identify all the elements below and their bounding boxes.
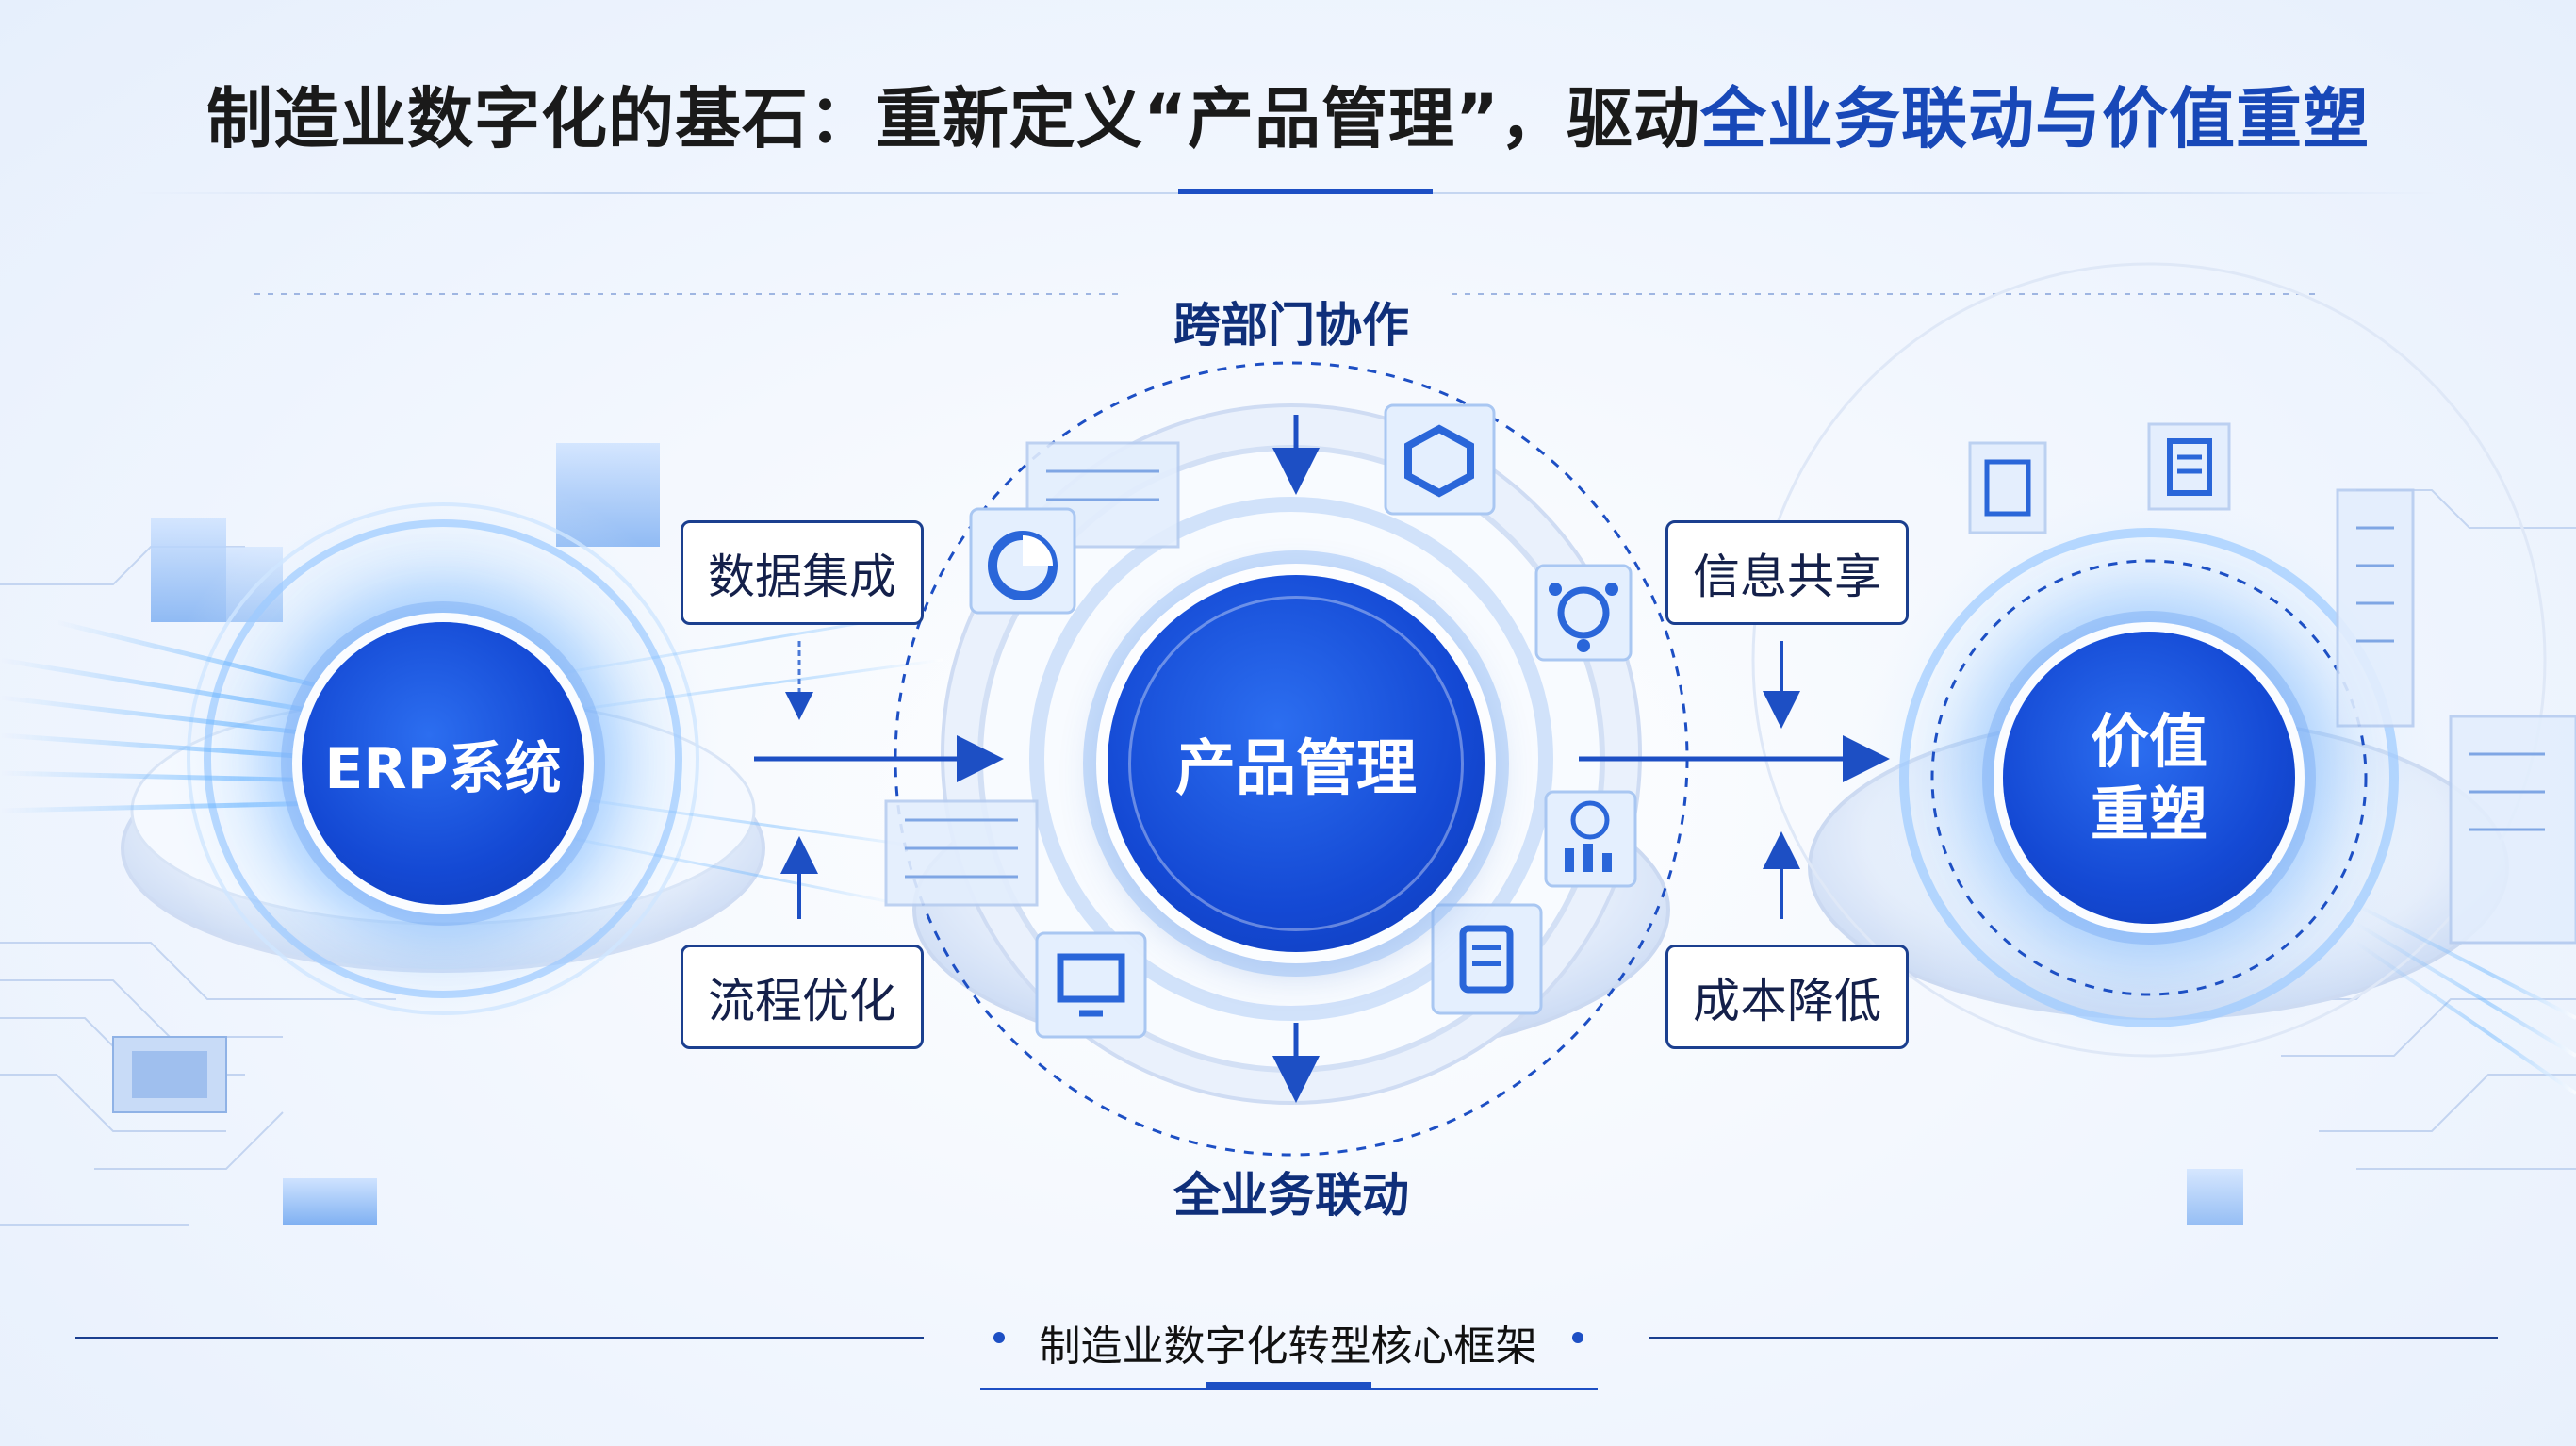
title-prefix: 制造业数字化的基石：重新定义“产品管理”，驱动	[205, 80, 1700, 157]
hexagon-icon	[1384, 403, 1496, 516]
box-data-integration-label: 数据集成	[708, 549, 896, 604]
list-icon	[1984, 438, 2212, 517]
label-cross-department: 跨部门协作	[1173, 298, 1409, 353]
title-underline	[1178, 189, 1433, 194]
box-process-optimization-label: 流程优化	[708, 973, 896, 1028]
box-info-sharing: 信息共享	[1665, 520, 1909, 625]
box-info-sharing-label: 信息共享	[1693, 549, 1881, 604]
footer-rule-right	[1649, 1337, 2498, 1339]
footer-dot-left	[993, 1332, 1005, 1343]
node-value-line1: 价值	[2090, 706, 2207, 776]
footer-caption: 制造业数字化转型核心框架	[1039, 1323, 1537, 1371]
pie-chart-icon	[969, 507, 1076, 615]
node-erp-system: ERP系统	[302, 622, 584, 905]
node-erp-label: ERP系统	[324, 735, 562, 802]
title-highlight: 全业务联动与价值重塑	[1700, 80, 2370, 157]
label-full-business-linkage: 全业务联动	[1173, 1168, 1409, 1223]
monitor-icon	[1035, 931, 1147, 1039]
box-cost-reduction-label: 成本降低	[1693, 973, 1881, 1028]
node-value-reshaping: 价值 重塑	[2003, 632, 2295, 924]
node-product-management: 产品管理	[1108, 575, 1485, 952]
box-data-integration: 数据集成	[681, 520, 924, 625]
inner-ring	[1128, 596, 1464, 931]
footer-dot-right	[1572, 1332, 1583, 1343]
footer-rule-left	[75, 1337, 924, 1339]
box-cost-reduction: 成本降低	[1665, 945, 1909, 1049]
network-icon	[1534, 564, 1633, 662]
yen-chart-icon	[1544, 790, 1637, 888]
flow-arrows	[754, 415, 1890, 1103]
footer-underline-accent	[1206, 1382, 1371, 1389]
box-process-optimization: 流程优化	[681, 945, 924, 1049]
node-value-line2: 重塑	[2090, 780, 2207, 848]
page-title: 制造业数字化的基石：重新定义“产品管理”，驱动全业务联动与价值重塑	[0, 66, 2576, 161]
document-icon	[1431, 903, 1543, 1015]
